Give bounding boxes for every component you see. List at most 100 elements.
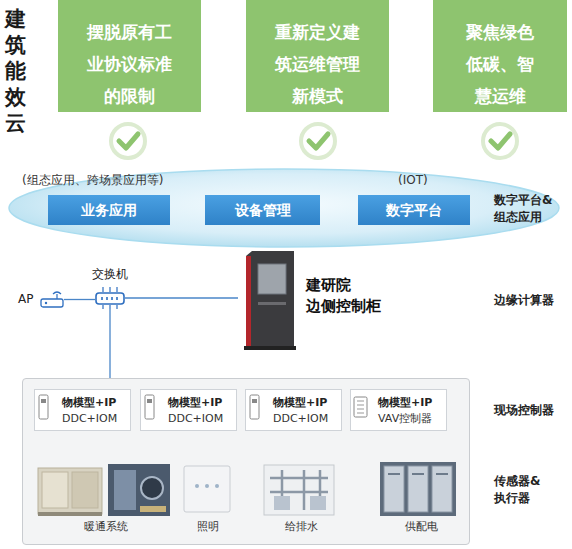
node-text: 聚焦绿色低碳、智慧运维 bbox=[465, 16, 536, 112]
field-frame: 物模型+IPDDC+IOM物模型+IPDDC+IOM物模型+IPDDC+IOM物… bbox=[22, 378, 470, 545]
node-text: 交换机 bbox=[87, 266, 133, 282]
switch-body bbox=[96, 293, 124, 304]
node-text: DDC+IOM bbox=[168, 411, 223, 426]
controller-box: 物模型+IPDDC+IOM bbox=[34, 389, 131, 431]
hvac-unit-photo-part bbox=[114, 470, 136, 510]
controller-icon-part bbox=[357, 401, 364, 413]
goal-box: 重新定义建筑运维管理新模式 bbox=[246, 0, 389, 112]
node-text: 摆脱原有工业协议标准的限制 bbox=[86, 16, 174, 112]
node-text: 物模型+IP bbox=[273, 395, 327, 410]
switch-links bbox=[103, 287, 117, 309]
device-caption: 给排水 bbox=[285, 520, 318, 534]
switch-icon: 交换机 bbox=[95, 287, 125, 309]
controller-icon-part bbox=[250, 395, 259, 419]
node-text: VAV控制器 bbox=[378, 411, 432, 426]
platform-box: 数字平台 bbox=[358, 195, 470, 225]
node-text: AP bbox=[18, 291, 38, 308]
edge-cabinet: 建研院 边侧控制柜 bbox=[238, 250, 298, 350]
hvac-unit-photo-part bbox=[140, 506, 166, 512]
check-mark-part bbox=[119, 134, 138, 148]
platform-box: 设备管理 bbox=[205, 195, 320, 225]
water-system-photo-part bbox=[264, 465, 334, 515]
check-mark-part bbox=[111, 124, 145, 158]
power-cabinet-photo-part bbox=[384, 466, 404, 512]
hvac-unit-photo-part bbox=[38, 512, 102, 516]
cabinet-edge bbox=[246, 256, 251, 346]
node-text: (组态应用、跨场景应用等) bbox=[22, 172, 163, 188]
controller-box: 物模型+IPDDC+IOM bbox=[245, 389, 342, 431]
node-text: 物模型+IP bbox=[168, 395, 222, 410]
device-caption: 暖通系统 bbox=[84, 520, 128, 534]
check-mark bbox=[111, 124, 517, 158]
check-mark-part bbox=[491, 134, 510, 148]
network-link bbox=[64, 299, 95, 300]
node-text: 设备管理 bbox=[205, 195, 320, 225]
platform-box: 业务应用 bbox=[48, 195, 170, 225]
network-link bbox=[125, 297, 238, 298]
controller-box: 物模型+IPVAV控制器 bbox=[350, 389, 447, 431]
goal-box: 摆脱原有工业协议标准的限制 bbox=[58, 0, 201, 112]
power-cabinet-photo-part bbox=[380, 462, 456, 516]
cloud-ellipse bbox=[9, 169, 559, 247]
switch-outline bbox=[95, 287, 125, 309]
node-text: DDC+IOM bbox=[62, 411, 117, 426]
node-text: 物模型+IP bbox=[62, 395, 116, 410]
controller-icon-part bbox=[354, 397, 367, 417]
controller-icon-part bbox=[41, 399, 46, 403]
controller-box: 物模型+IPDDC+IOM bbox=[140, 389, 237, 431]
lighting-panel-photo bbox=[184, 466, 230, 512]
controller-icon-part bbox=[252, 399, 257, 403]
power-cabinet-photo-part bbox=[432, 466, 452, 512]
network-link bbox=[109, 309, 110, 378]
ap-antenna bbox=[53, 292, 61, 299]
cloud-band: (组态应用、跨场景应用等) (IOT) 业务应用 设备管理 数字平台 bbox=[8, 168, 560, 248]
hvac-unit-photo-part bbox=[42, 472, 68, 508]
water-system-photo-part bbox=[310, 496, 326, 510]
water-system-photo bbox=[264, 465, 334, 515]
hvac-unit-photo bbox=[38, 464, 170, 516]
ap-outline bbox=[40, 291, 64, 308]
controller-icon bbox=[39, 395, 367, 419]
power-cabinet-photo bbox=[380, 462, 456, 516]
layer-label: 数字平台& 组态应用 bbox=[494, 192, 558, 226]
goal-box: 聚焦绿色低碳、智慧运维 bbox=[433, 0, 567, 112]
node-text: DDC+IOM bbox=[273, 411, 328, 426]
hvac-unit-photo-part bbox=[38, 468, 102, 514]
switch-ports bbox=[102, 297, 117, 300]
node-text: (IOT) bbox=[398, 172, 428, 188]
cabinet-outline bbox=[238, 250, 298, 350]
cabinet-base bbox=[244, 346, 296, 350]
device-caption: 供配电 bbox=[405, 520, 438, 534]
node-text: 建研院 边侧控制柜 bbox=[306, 275, 398, 317]
hvac-unit-photo-part bbox=[72, 472, 98, 508]
hvac-unit-photo-part bbox=[108, 464, 170, 516]
device-caption: 照明 bbox=[197, 520, 219, 534]
node-text: 业务应用 bbox=[48, 195, 170, 225]
node-text: 重新定义建筑运维管理新模式 bbox=[274, 16, 362, 112]
cabinet-vent bbox=[258, 302, 286, 305]
ap-led bbox=[45, 302, 47, 304]
lighting-panel-photo-part bbox=[205, 484, 209, 488]
ap-icon: AP bbox=[40, 291, 64, 308]
water-system-photo-part bbox=[270, 470, 328, 510]
node-text: 物模型+IP bbox=[378, 395, 432, 410]
lighting-panel-photo-part bbox=[215, 484, 219, 488]
hvac-unit-photo-part bbox=[141, 477, 163, 499]
layer-label: 传感器& 执行器 bbox=[494, 473, 554, 507]
lighting-panel-photo-part bbox=[184, 466, 230, 512]
node-text: 数字平台 bbox=[358, 195, 470, 225]
power-cabinet-photo-part bbox=[388, 473, 448, 475]
diagram-title: 建筑能效云 bbox=[5, 6, 28, 136]
layer-label: 边缘计算器 bbox=[494, 292, 554, 309]
controller-icon-part bbox=[145, 395, 154, 419]
layer-label: 现场控制器 bbox=[494, 402, 554, 419]
check-mark-part bbox=[483, 124, 517, 158]
lighting-panel-photo-part bbox=[195, 484, 199, 488]
check-mark-part bbox=[309, 134, 328, 148]
power-cabinet-photo-part bbox=[408, 466, 428, 512]
controller-icon-part bbox=[147, 399, 152, 403]
cabinet-screen bbox=[258, 264, 286, 294]
